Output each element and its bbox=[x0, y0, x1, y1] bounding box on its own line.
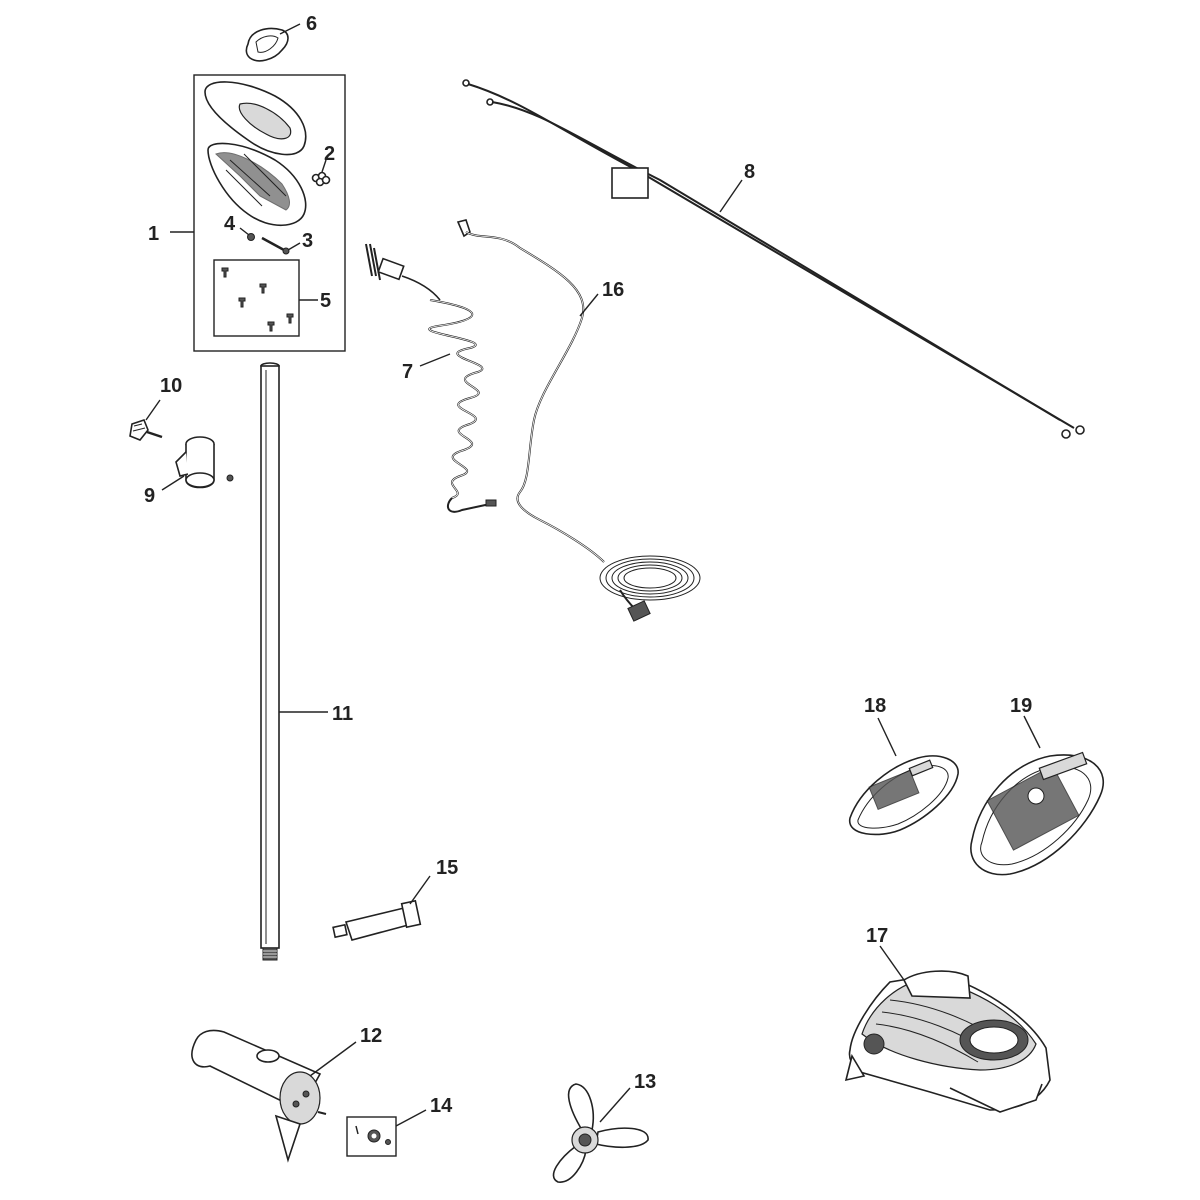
part-7-coil-cord[interactable] bbox=[365, 243, 497, 513]
leader-13 bbox=[599, 1087, 631, 1123]
part-1-base-housing[interactable] bbox=[207, 142, 307, 226]
part-1-kit-box bbox=[193, 74, 346, 352]
part-6-badge[interactable] bbox=[245, 27, 289, 62]
part-5-screws bbox=[221, 267, 294, 332]
part-13-propeller[interactable] bbox=[552, 1083, 649, 1183]
callout-16[interactable]: 16 bbox=[602, 279, 624, 301]
part-19-large-remote[interactable] bbox=[970, 751, 1105, 876]
leader-6 bbox=[279, 23, 301, 35]
part-4-nut[interactable] bbox=[247, 233, 255, 241]
part-8-harness[interactable] bbox=[462, 79, 1085, 439]
callout-15[interactable]: 15 bbox=[436, 857, 458, 879]
callout-18[interactable]: 18 bbox=[864, 695, 886, 717]
leader-14 bbox=[395, 1109, 427, 1127]
part-3-screw[interactable] bbox=[261, 236, 290, 255]
part-17-foot-pedal[interactable] bbox=[844, 970, 1051, 1113]
leader-2 bbox=[321, 159, 327, 173]
leader-15 bbox=[409, 875, 431, 905]
callout-5[interactable]: 5 bbox=[320, 290, 331, 312]
leader-7 bbox=[419, 353, 451, 367]
part-9-collar[interactable] bbox=[175, 436, 234, 489]
callout-9[interactable]: 9 bbox=[144, 485, 155, 507]
leader-18 bbox=[877, 717, 897, 757]
part-14-nut-kit[interactable] bbox=[346, 1116, 397, 1157]
callout-7[interactable]: 7 bbox=[402, 361, 413, 383]
leader-16 bbox=[579, 293, 599, 317]
callout-6[interactable]: 6 bbox=[306, 13, 317, 35]
callout-2[interactable]: 2 bbox=[324, 143, 335, 165]
callout-12[interactable]: 12 bbox=[360, 1025, 382, 1047]
callout-13[interactable]: 13 bbox=[634, 1071, 656, 1093]
part-5-hardware-pack[interactable] bbox=[213, 259, 300, 337]
part-10-knob[interactable] bbox=[129, 419, 163, 441]
callout-8[interactable]: 8 bbox=[744, 161, 755, 183]
part-18-small-remote[interactable] bbox=[849, 755, 959, 836]
callout-14[interactable]: 14 bbox=[430, 1095, 453, 1117]
part-2-clips[interactable] bbox=[311, 171, 331, 187]
callout-17[interactable]: 17 bbox=[866, 925, 888, 947]
leader-19 bbox=[1023, 715, 1041, 749]
callout-4[interactable]: 4 bbox=[224, 213, 236, 235]
part-15-grease-tube[interactable] bbox=[332, 899, 422, 941]
callout-3[interactable]: 3 bbox=[302, 230, 313, 252]
callout-19[interactable]: 19 bbox=[1010, 695, 1032, 717]
callout-11[interactable]: 11 bbox=[332, 703, 353, 725]
part-16-cable[interactable] bbox=[456, 219, 701, 622]
callout-1[interactable]: 1 bbox=[148, 223, 159, 245]
leader-17 bbox=[879, 945, 905, 981]
leader-4 bbox=[239, 227, 250, 236]
leader-9 bbox=[161, 475, 185, 491]
part-12-motor[interactable] bbox=[191, 1029, 327, 1163]
leader-8 bbox=[719, 179, 743, 213]
leader-3 bbox=[287, 242, 301, 251]
part-1-top-cover[interactable] bbox=[204, 81, 307, 156]
part-14-contents bbox=[355, 1125, 391, 1145]
leader-12 bbox=[309, 1041, 357, 1077]
leader-10 bbox=[145, 399, 161, 421]
part-11-shaft[interactable] bbox=[260, 362, 280, 961]
callout-10[interactable]: 10 bbox=[160, 375, 182, 397]
